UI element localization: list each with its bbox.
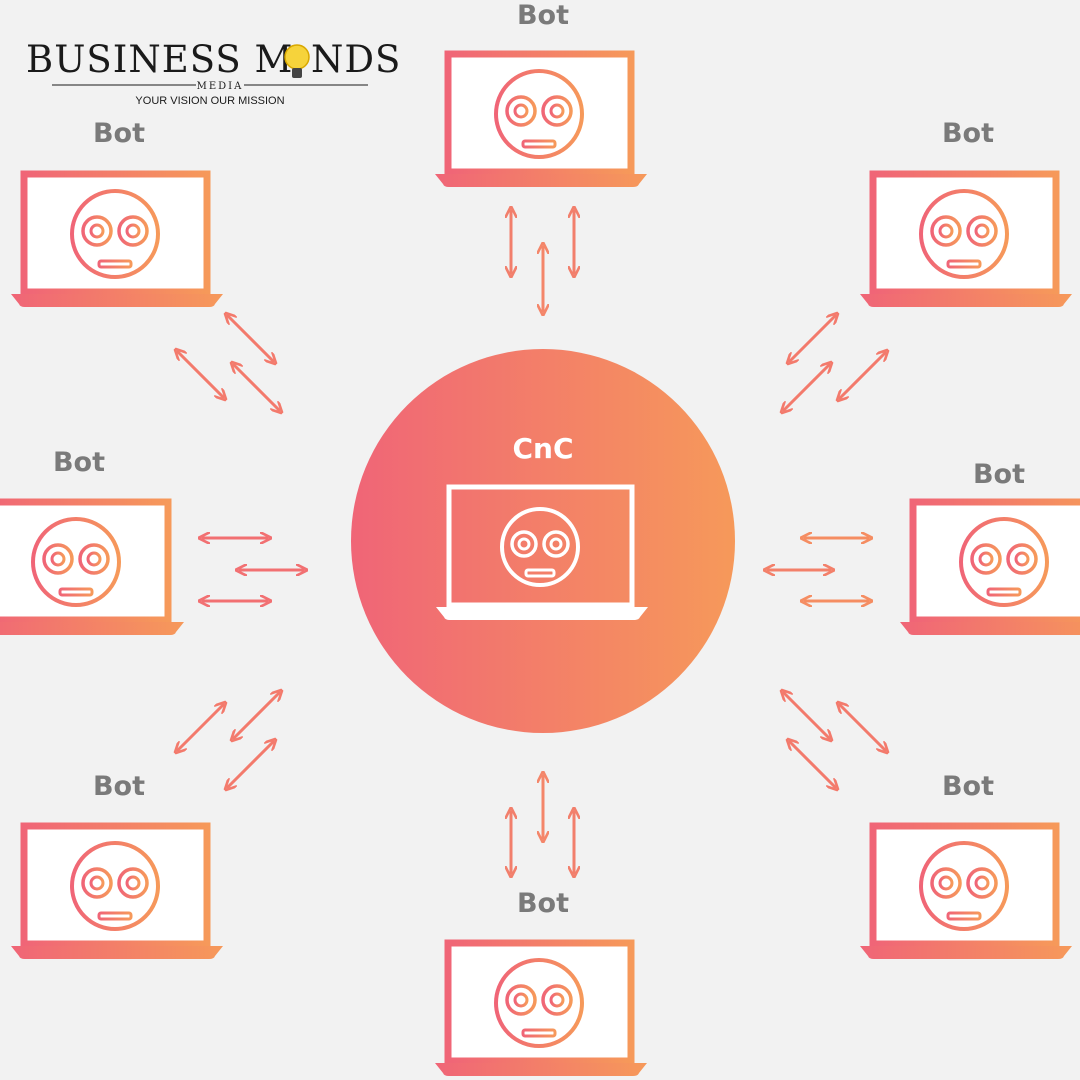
bidirectional-arrow: [178, 352, 223, 397]
bot-node-top-left: Bot: [11, 118, 223, 307]
arrows-left: [203, 538, 303, 601]
bidirectional-arrow: [840, 705, 885, 750]
bot-laptop-icon: [11, 826, 223, 959]
bot-laptop-icon: [860, 174, 1072, 307]
arrows-bottom-right: [784, 693, 885, 787]
bot-label: Bot: [93, 771, 145, 802]
bidirectional-arrow: [234, 693, 279, 738]
arrows-bottom-left: [178, 693, 279, 787]
bidirectional-arrow: [784, 693, 829, 738]
bot-node-bottom-right: Bot: [860, 771, 1072, 959]
arrows-top: [511, 211, 574, 311]
bot-laptop-icon: [435, 943, 647, 1076]
bidirectional-arrow: [840, 353, 885, 398]
bot-node-bottom: Bot: [435, 888, 647, 1076]
bot-node-right: Bot: [900, 459, 1080, 635]
bot-label: Bot: [517, 888, 569, 919]
bot-node-top-right: Bot: [860, 118, 1072, 307]
lightbulb-icon: [284, 44, 310, 78]
arrows-top-left: [178, 316, 279, 410]
bot-laptop-icon: [900, 502, 1080, 635]
bot-node-left: Bot: [0, 447, 184, 635]
bidirectional-arrow: [784, 365, 829, 410]
cnc-server: CnC: [351, 349, 735, 733]
bot-label: Bot: [973, 459, 1025, 490]
bot-laptop-icon: [11, 174, 223, 307]
bidirectional-arrow: [178, 705, 223, 750]
bot-label: Bot: [517, 0, 569, 31]
bot-label: Bot: [93, 118, 145, 149]
brand-logo: BUSINESS M NDS MEDIA YOUR VISION OUR MIS…: [26, 38, 401, 107]
connection-arrows: [178, 211, 885, 873]
bot-label: Bot: [942, 118, 994, 149]
cnc-label: CnC: [512, 432, 573, 465]
bidirectional-arrow: [228, 742, 273, 787]
arrows-right: [768, 538, 868, 601]
bidirectional-arrow: [234, 365, 279, 410]
logo-sub-text: MEDIA: [197, 81, 244, 92]
logo-right-text: NDS: [311, 38, 401, 81]
bot-laptop-icon: [0, 502, 184, 635]
logo-tagline: YOUR VISION OUR MISSION: [135, 95, 284, 107]
bot-label: Bot: [942, 771, 994, 802]
bot-laptop-icon: [860, 826, 1072, 959]
bot-label: Bot: [53, 447, 105, 478]
bidirectional-arrow: [790, 316, 835, 361]
bot-node-bottom-left: Bot: [11, 771, 223, 959]
arrows-bottom: [511, 776, 574, 873]
bot-laptop-icon: [435, 54, 647, 187]
bot-node-top: Bot: [435, 0, 647, 187]
arrows-top-right: [784, 316, 885, 410]
bidirectional-arrow: [790, 742, 835, 787]
bidirectional-arrow: [228, 316, 273, 361]
logo-left-text: BUSINESS M: [26, 38, 293, 81]
